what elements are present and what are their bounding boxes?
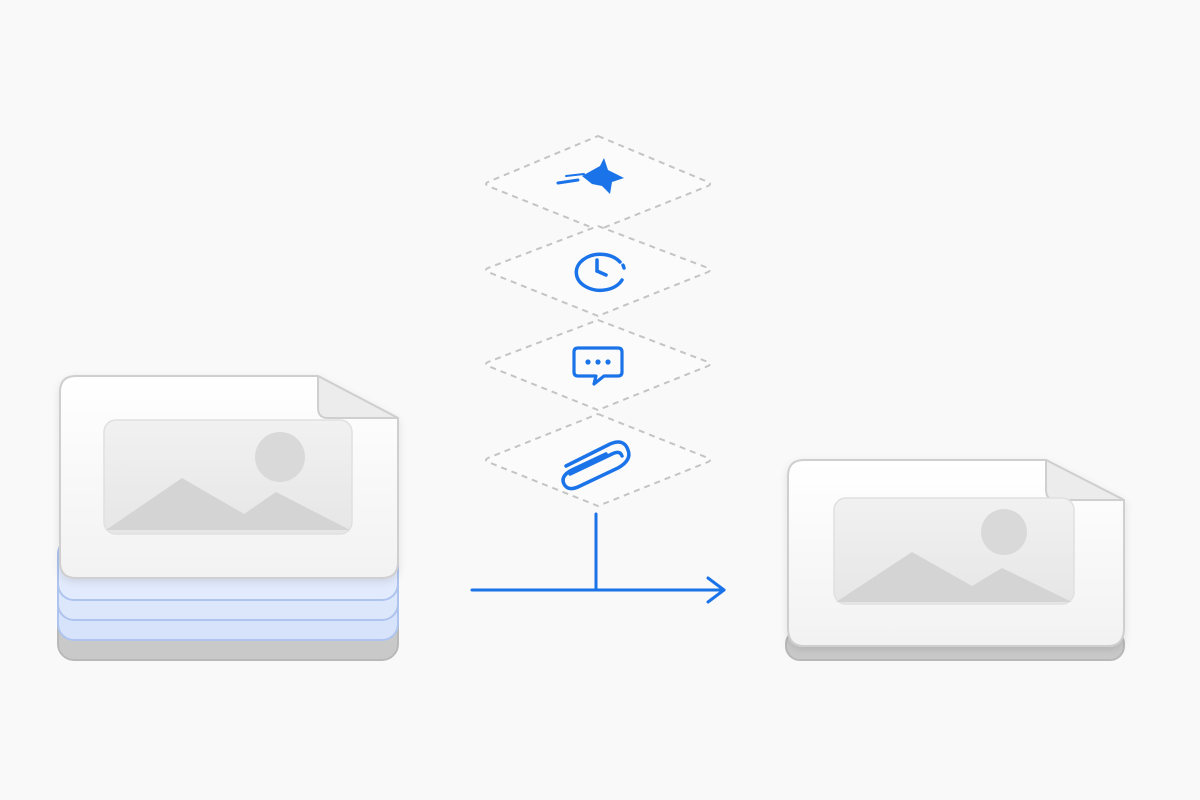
operation-attach[interactable] [485,413,711,507]
paperclip-icon [561,440,631,491]
operations-stack [485,135,711,507]
clock-icon [574,252,626,293]
flow-connector [470,512,726,604]
chat-bubble-icon [572,346,624,386]
arrow-head-icon [706,576,726,604]
result-file [785,459,1125,661]
sun-shape [981,509,1027,555]
folded-corner [1045,459,1125,501]
mountain-shape [106,478,350,530]
operation-clock[interactable] [485,225,711,317]
image-file-icon [103,419,353,535]
operation-magic-wand[interactable] [485,135,711,231]
mountain-shape [836,552,1072,602]
source-file-stack [57,375,399,661]
magic-wand-icon [556,158,624,194]
operation-chat[interactable] [485,319,711,411]
sun-shape [255,432,305,482]
folded-corner [317,375,399,419]
image-file-icon [833,497,1075,605]
